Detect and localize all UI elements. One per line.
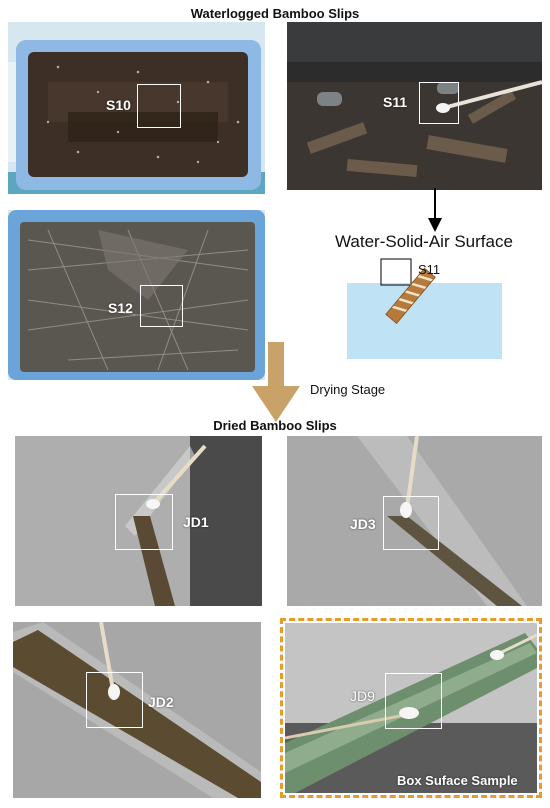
diagram-label-s11: S11 [418,262,441,277]
label-jd3: JD3 [350,516,376,532]
photo-jd1: JD1 [15,436,262,606]
water-block [347,283,502,359]
box-surface-frame [280,618,542,798]
bamboo-slip-icon [380,258,436,325]
roi-jd3 [383,496,439,550]
photo-s11: S11 [287,22,542,190]
heading-waterlogged: Waterlogged Bamboo Slips [190,6,360,21]
diagram-title: Water-Solid-Air Surface [335,232,513,251]
label-jd9: JD9 [350,688,375,704]
tray-s10-illustration [8,22,265,194]
label-jd1: JD1 [183,514,209,530]
label-s12: S12 [108,300,133,316]
photo-s12: S12 [8,210,265,380]
drying-stage-arrow-icon [252,342,300,422]
label-s10: S10 [106,97,131,113]
roi-jd2 [86,672,143,728]
roi-s11 [419,82,459,124]
roi-s12 [140,285,183,327]
label-s11: S11 [383,94,408,110]
jd1-slip-illustration [15,436,262,606]
submerged-slips-illustration [287,22,542,190]
label-box-surface-sample: Box Suface Sample [397,773,518,788]
photo-jd9: JD9 Box Suface Sample [285,623,537,793]
jd3-slip-illustration [287,436,542,606]
heading-dried: Dried Bamboo Slips [213,418,337,433]
roi-s10 [137,84,181,128]
tray-s12-illustration [8,210,265,380]
photo-s10: S10 [8,22,265,194]
drying-stage-label: Drying Stage [310,382,386,397]
photo-jd2: JD2 [13,622,261,798]
photo-jd3: JD3 [287,436,542,606]
roi-jd1 [115,494,173,550]
down-arrow-icon [428,188,442,232]
label-jd2: JD2 [148,694,174,710]
roi-jd9 [385,673,442,729]
jd9-box-illustration [285,623,537,793]
jd2-slip-illustration [13,622,261,798]
